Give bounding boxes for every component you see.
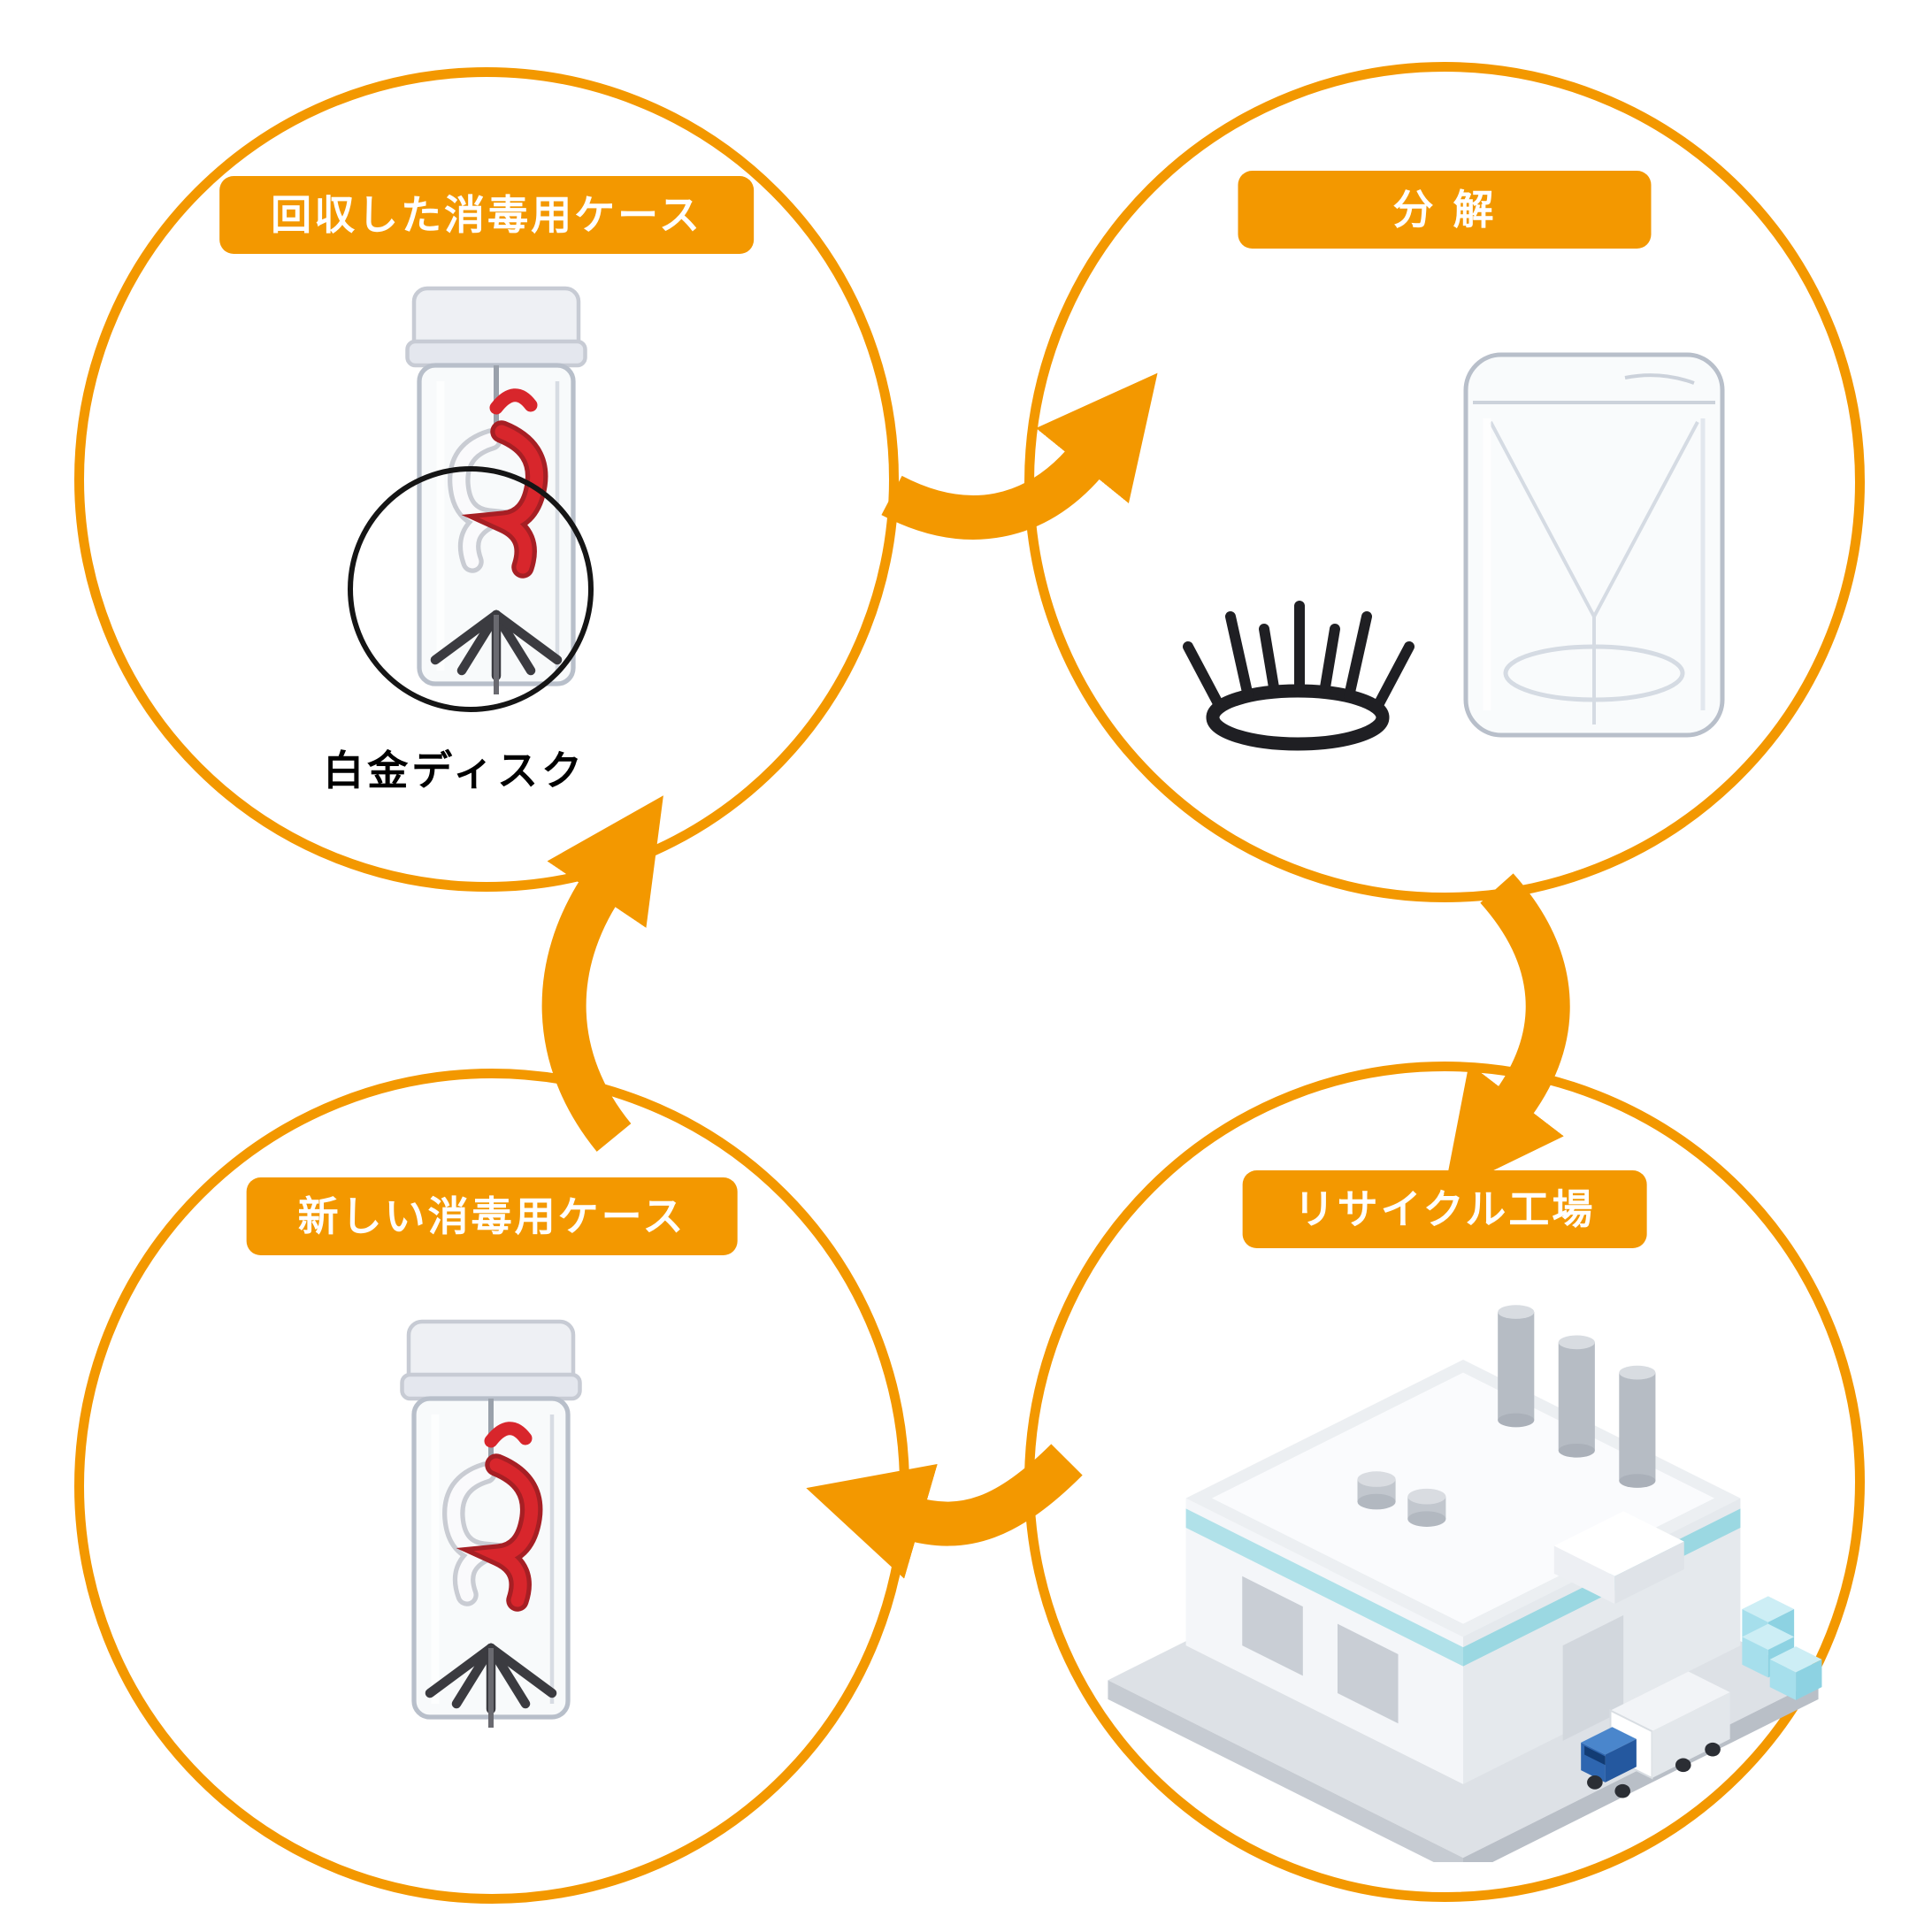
step-circle-disassembly: 分 解 xyxy=(1024,62,1865,902)
step-label-new-case: 新しい消毒用ケース xyxy=(246,1177,738,1255)
truck-icon xyxy=(1581,1671,1730,1798)
black-holder-icon xyxy=(1165,565,1430,760)
step-circle-collected-case: 回収した消毒用ケース 白金ディスク xyxy=(74,67,899,892)
empty-clear-case-icon xyxy=(1448,330,1740,755)
roof-vents-icon xyxy=(1357,1471,1446,1527)
step-label-recycle-factory: リサイクル工場 xyxy=(1242,1170,1647,1248)
new-disinfection-case-icon xyxy=(358,1314,624,1738)
platinum-disk-highlight-circle xyxy=(348,466,594,712)
platinum-disk-caption: 白金ディスク xyxy=(323,747,586,794)
step-circle-new-case: 新しい消毒用ケース xyxy=(74,1069,909,1904)
step-circle-recycle-factory: リサイクル工場 xyxy=(1024,1062,1865,1902)
step-label-collected-case: 回収した消毒用ケース xyxy=(219,176,754,254)
crates-icon xyxy=(1742,1596,1822,1700)
step-label-disassembly: 分 解 xyxy=(1238,171,1652,249)
chimneys-icon xyxy=(1498,1305,1656,1488)
factory-icon xyxy=(1108,1305,1822,1862)
